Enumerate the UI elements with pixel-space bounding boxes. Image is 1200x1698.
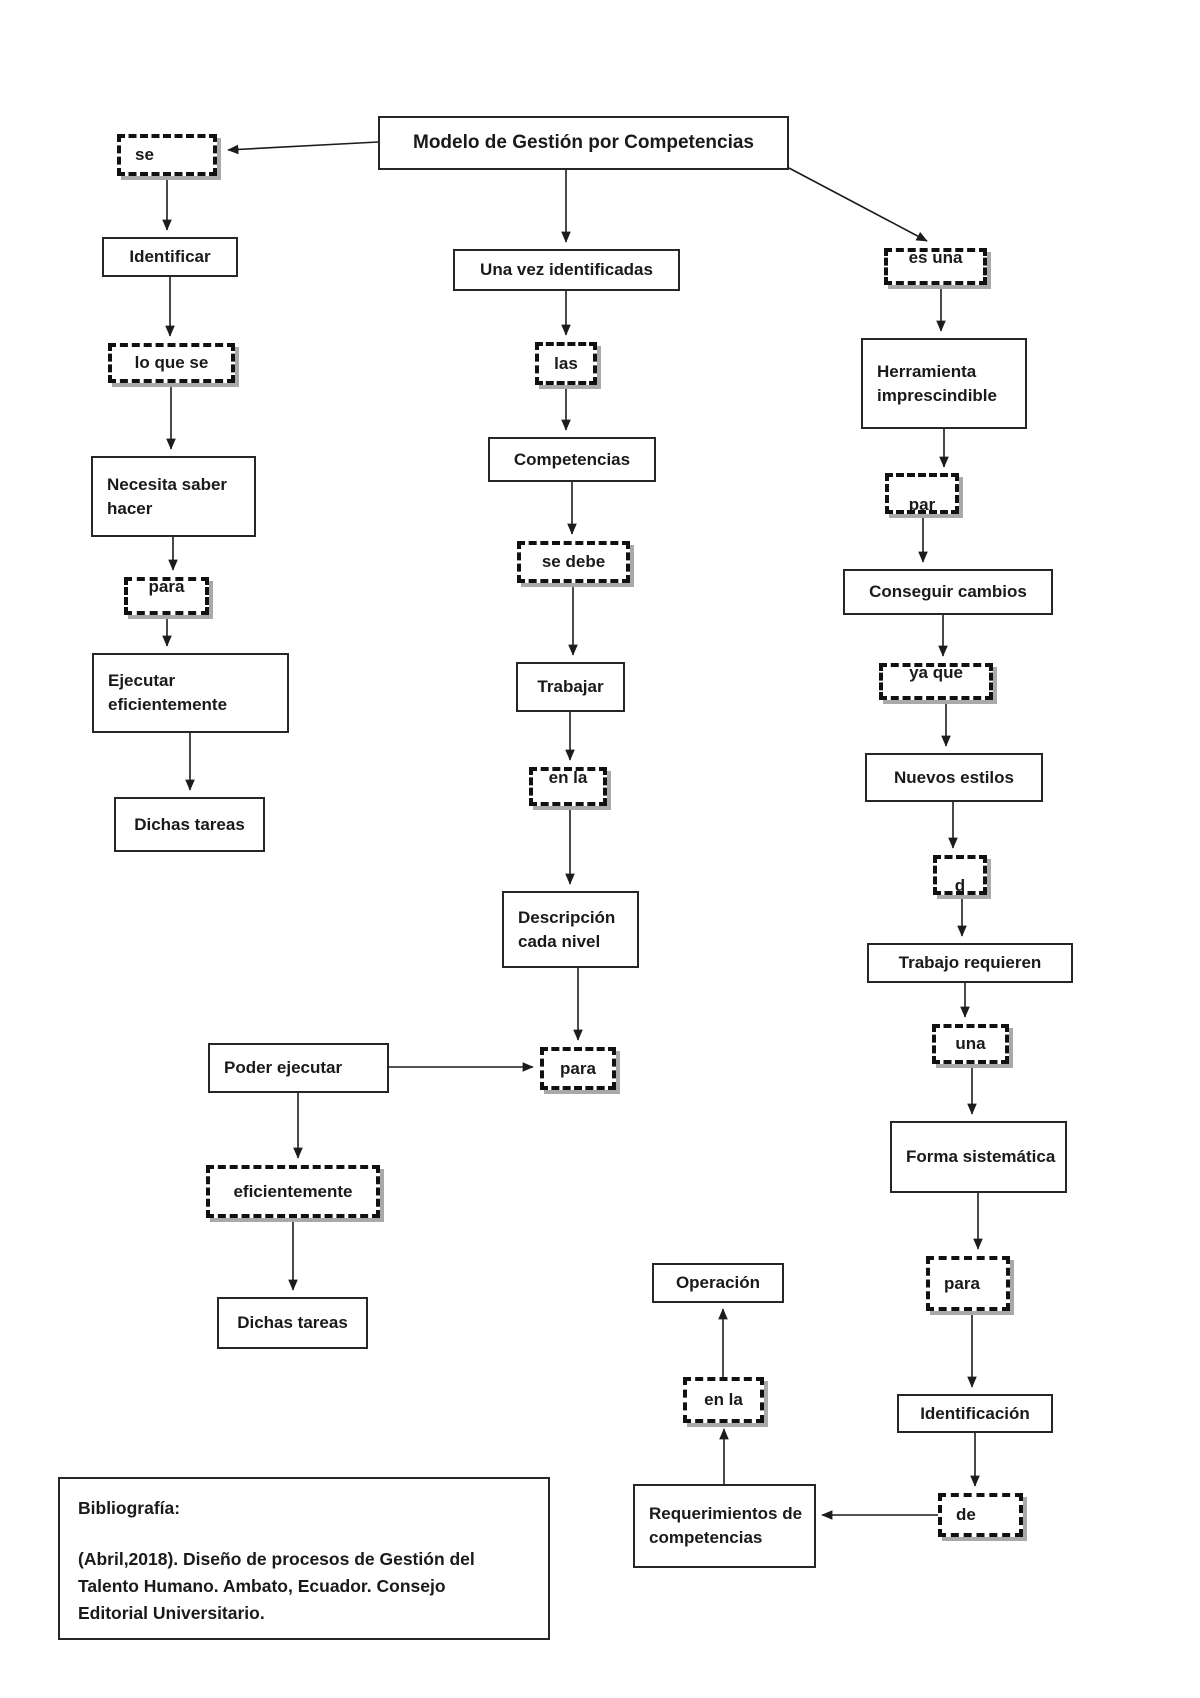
node-nuevos-estilos: Nuevos estilos [865, 753, 1043, 802]
node-ya-que-label: ya que [909, 663, 963, 682]
node-de-label: de [956, 1505, 976, 1525]
node-es-una-label: es una [908, 248, 963, 267]
node-descripcion-cada-nivel: Descripción cada nivel [502, 891, 639, 968]
node-dichas-tareas-1: Dichas tareas [114, 797, 265, 852]
node-trabajo-req-label: Trabajo requieren [898, 953, 1042, 973]
node-lo-que-se-label: lo que se [134, 353, 209, 373]
edge-title-es-una [788, 167, 928, 242]
node-una: una [932, 1024, 1009, 1064]
node-identificar: Identificar [102, 237, 238, 277]
node-title: Modelo de Gestión por Competencias [378, 116, 789, 170]
node-una-vez-label: Una vez identificadas [480, 260, 653, 280]
node-para-right-label: para [944, 1273, 980, 1293]
node-ya-que: ya que [879, 663, 993, 700]
edge-title-se [227, 141, 379, 155]
node-identificacion-label: Identificación [920, 1403, 1030, 1423]
bibliography-text: (Abril,2018). Diseño de procesos de Gest… [78, 1549, 475, 1624]
node-title-label: Modelo de Gestión por Competencias [413, 131, 754, 153]
node-eficientemente-label: eficientemente [233, 1181, 353, 1201]
node-para-right: para [926, 1256, 1010, 1311]
node-requerimientos-de-competencias: Requerimientos de competencias [633, 1484, 816, 1568]
node-se: se [117, 134, 217, 176]
node-necesita-saber-hacer: Necesita saber hacer [91, 456, 256, 537]
node-en-la-1-label: en la [548, 767, 588, 787]
node-poder-label: Poder ejecutar [224, 1058, 343, 1078]
node-nuevos-label: Nuevos estilos [894, 767, 1014, 787]
node-d-label: d [954, 876, 966, 895]
node-ejecutar-label: Ejecutar eficientemente [108, 671, 228, 714]
node-forma-label: Forma sistemática [906, 1147, 1056, 1167]
node-descripcion-label: Descripción cada nivel [518, 907, 616, 951]
node-operacion: Operación [652, 1263, 784, 1303]
node-dichas-1-label: Dichas tareas [134, 814, 245, 834]
node-en-la-2-label: en la [704, 1390, 743, 1410]
node-herramienta-imprescindible: Herramienta imprescindible [861, 338, 1027, 429]
node-para-left: para [124, 577, 209, 615]
node-par: par [885, 473, 959, 514]
node-ejecutar-eficientemente: Ejecutar eficientemente [92, 653, 289, 733]
node-dichas-tareas-2: Dichas tareas [217, 1297, 368, 1349]
node-identificacion: Identificación [897, 1394, 1053, 1433]
node-para-left-label: para [148, 577, 185, 597]
node-conseguir-label: Conseguir cambios [869, 582, 1027, 602]
node-trabajo-requieren: Trabajo requieren [867, 943, 1073, 983]
node-de: de [938, 1493, 1023, 1537]
node-las-label: las [554, 353, 578, 373]
node-identificar-label: Identificar [129, 247, 211, 267]
node-una-label: una [955, 1034, 986, 1054]
bibliography-heading: Bibliografía: [78, 1498, 181, 1518]
node-herramienta-label: Herramienta imprescindible [877, 361, 997, 405]
node-par-label: par [908, 494, 936, 514]
node-requerimientos-label: Requerimientos de competencias [649, 1504, 803, 1547]
node-para-mid: para [540, 1047, 616, 1090]
node-en-la-1: en la [529, 767, 607, 806]
node-se-label: se [135, 145, 154, 165]
node-las: las [535, 342, 597, 385]
node-necesita-label: Necesita saber hacer [107, 474, 228, 518]
node-para-mid-label: para [560, 1058, 596, 1078]
node-competencias-label: Competencias [513, 449, 631, 469]
node-d: d [933, 855, 987, 895]
node-competencias: Competencias [488, 437, 656, 482]
node-eficientemente: eficientemente [206, 1165, 380, 1218]
node-se-debe: se debe [517, 541, 630, 583]
node-en-la-2: en la [683, 1377, 764, 1423]
node-es-una: es una [884, 248, 987, 285]
bibliography-box: Bibliografía: (Abril,2018). Diseño de pr… [58, 1477, 550, 1640]
node-conseguir-cambios: Conseguir cambios [843, 569, 1053, 615]
node-dichas-2-label: Dichas tareas [237, 1313, 348, 1333]
node-lo-que-se: lo que se [108, 343, 235, 383]
node-se-debe-label: se debe [541, 552, 606, 572]
node-forma-sistematica: Forma sistemática [890, 1121, 1067, 1193]
node-poder-ejecutar: Poder ejecutar [208, 1043, 389, 1093]
node-una-vez-identificadas: Una vez identificadas [453, 249, 680, 291]
node-trabajar: Trabajar [516, 662, 625, 712]
node-operacion-label: Operación [675, 1273, 761, 1293]
node-trabajar-label: Trabajar [537, 677, 604, 697]
